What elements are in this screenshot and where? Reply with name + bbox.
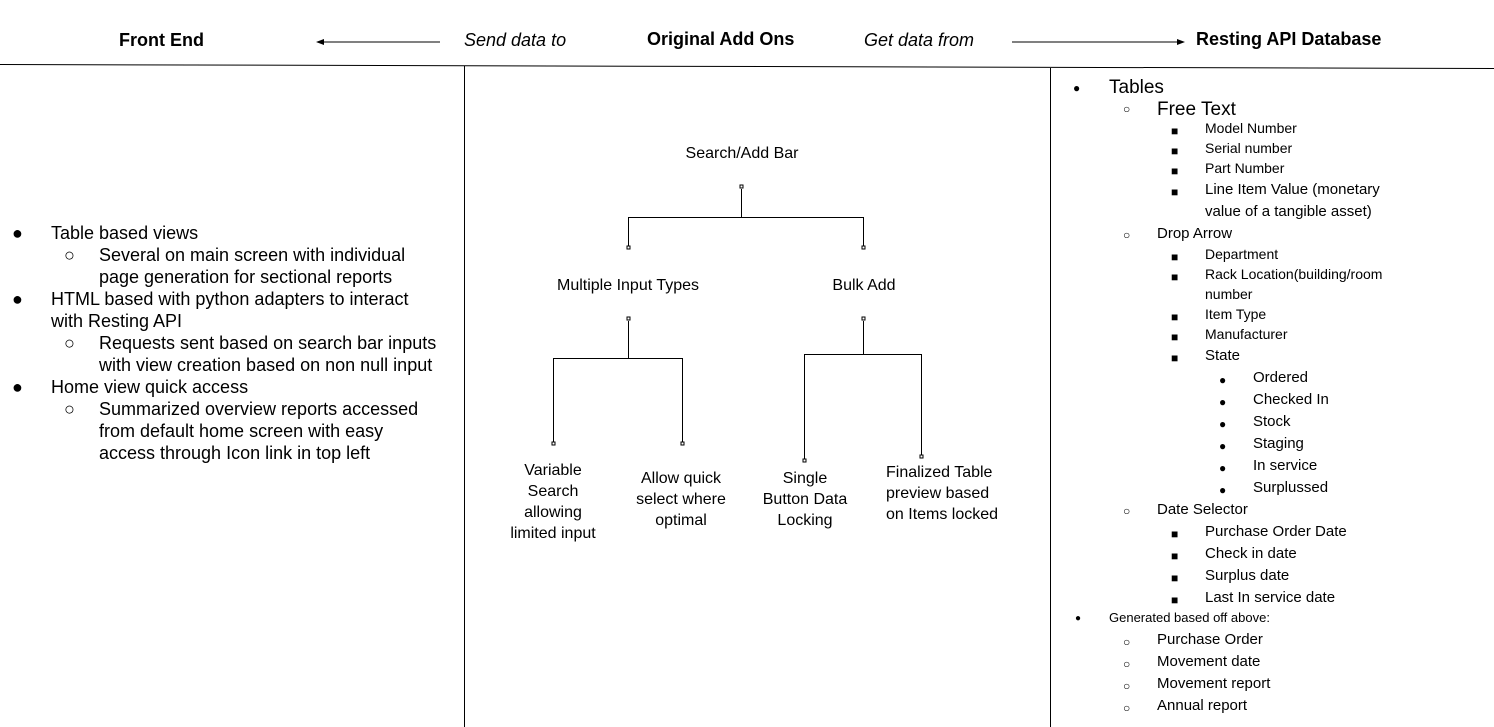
square-bullet-icon: ■: [1171, 185, 1179, 199]
square-bullet-icon: ■: [1171, 527, 1179, 541]
list-item: Purchase Order: [1157, 631, 1263, 648]
list-item-text: Home view quick access: [51, 377, 249, 397]
api-database-title: Resting API Database: [1196, 29, 1382, 49]
list-item: Check in date: [1205, 545, 1297, 562]
circle-bullet-icon: ○: [64, 245, 75, 265]
square-bullet-icon: ■: [1171, 549, 1179, 563]
square-bullet-icon: ■: [1171, 330, 1179, 344]
circle-bullet-icon: ○: [1123, 635, 1131, 649]
bullet-icon: ●: [1075, 613, 1082, 624]
list-subitem: ○ Several on main screen with individual…: [12, 244, 442, 288]
bullet-icon: ●: [12, 289, 23, 309]
square-bullet-icon: ■: [1171, 144, 1179, 158]
tree-node-input-types: Multiple Input Types: [556, 277, 700, 294]
list-item: ● Home view quick access: [12, 376, 442, 398]
list-item: Surplussed: [1253, 479, 1329, 496]
list-item: Annual report: [1157, 697, 1248, 714]
list-item-date-selector: Date Selector: [1157, 501, 1248, 518]
list-item: State: [1205, 347, 1241, 364]
list-subitem-text: Requests sent based on search bar inputs…: [99, 333, 437, 375]
circle-bullet-icon: ○: [1123, 504, 1131, 518]
front-end-title: Front End: [119, 30, 204, 50]
header-divider: [0, 64, 1494, 69]
bullet-icon: ●: [1219, 395, 1227, 409]
list-item-text: Table based views: [51, 223, 199, 243]
tree-leaf-variable-search: Variable Search allowing limited input: [510, 462, 596, 542]
circle-bullet-icon: ○: [1123, 679, 1131, 693]
bullet-icon: ●: [1219, 483, 1227, 497]
circle-bullet-icon: ○: [1123, 657, 1131, 671]
list-item: Last In service date: [1205, 589, 1336, 606]
get-data-label: Get data from: [864, 30, 975, 50]
list-item: Part Number: [1205, 160, 1285, 176]
list-item: Rack Location(building/room: [1205, 266, 1383, 282]
front-end-list: ● Table based views ○ Several on main sc…: [12, 222, 442, 464]
bullet-icon: ●: [1219, 461, 1227, 475]
list-item: ● Table based views: [12, 222, 442, 244]
list-item-continued: value of a tangible asset): [1205, 203, 1372, 220]
list-subitem: ○ Summarized overview reports accessed f…: [12, 398, 442, 464]
list-item: Movement date: [1157, 653, 1261, 670]
tree-leaf-table-preview: Finalized Table preview based on Items l…: [886, 464, 999, 523]
list-item: Surplus date: [1205, 567, 1290, 584]
original-addons-title: Original Add Ons: [647, 29, 795, 49]
tree-node-bulk-add: Bulk Add: [832, 277, 896, 294]
list-item: ● HTML based with python adapters to int…: [12, 288, 442, 332]
list-item: Item Type: [1205, 306, 1267, 322]
list-item-drop-arrow: Drop Arrow: [1157, 225, 1233, 242]
circle-bullet-icon: ○: [1123, 228, 1131, 242]
get-arrowhead: [1177, 39, 1185, 45]
list-item: Movement report: [1157, 675, 1271, 692]
list-item: In service: [1253, 457, 1318, 474]
list-subitem-text: Summarized overview reports accessed fro…: [99, 399, 419, 463]
list-item-generated: Generated based off above:: [1109, 610, 1270, 625]
circle-bullet-icon: ○: [1123, 102, 1131, 116]
tree-root-node: Search/Add Bar: [685, 145, 799, 162]
list-subitem-text: Several on main screen with individual p…: [99, 245, 406, 287]
bullet-icon: ●: [1219, 417, 1227, 431]
list-item: Stock: [1253, 413, 1291, 430]
square-bullet-icon: ■: [1171, 250, 1179, 264]
list-item: Manufacturer: [1205, 326, 1288, 342]
list-item-continued: number: [1205, 286, 1253, 302]
bullet-icon: ●: [12, 377, 23, 397]
list-item: Purchase Order Date: [1205, 523, 1347, 540]
square-bullet-icon: ■: [1171, 571, 1179, 585]
bullet-icon: ●: [1219, 373, 1227, 387]
circle-bullet-icon: ○: [64, 333, 75, 353]
send-data-label: Send data to: [464, 30, 567, 50]
square-bullet-icon: ■: [1171, 124, 1179, 138]
list-item-tables: Tables: [1109, 77, 1164, 98]
list-item: Ordered: [1253, 369, 1309, 386]
bullet-icon: ●: [1073, 81, 1081, 95]
circle-bullet-icon: ○: [1123, 701, 1131, 715]
send-arrowhead: [316, 39, 324, 45]
bullet-icon: ●: [12, 223, 23, 243]
square-bullet-icon: ■: [1171, 270, 1179, 284]
square-bullet-icon: ■: [1171, 310, 1179, 324]
list-item-free-text: Free Text: [1157, 99, 1236, 120]
list-item: Model Number: [1205, 120, 1297, 136]
tree-connectors: [551, 184, 924, 463]
list-item: Staging: [1253, 435, 1304, 452]
list-item: Serial number: [1205, 140, 1293, 156]
list-item: Department: [1205, 246, 1279, 262]
list-item: Line Item Value (monetary: [1205, 181, 1380, 198]
list-item: Checked In: [1253, 391, 1329, 408]
list-item-text: HTML based with python adapters to inter…: [51, 289, 409, 331]
tree-leaf-quick-select: Allow quick select where optimal: [636, 470, 726, 529]
square-bullet-icon: ■: [1171, 351, 1179, 365]
list-subitem: ○ Requests sent based on search bar inpu…: [12, 332, 442, 376]
circle-bullet-icon: ○: [64, 399, 75, 419]
bullet-icon: ●: [1219, 439, 1227, 453]
square-bullet-icon: ■: [1171, 593, 1179, 607]
tree-leaf-data-locking: Single Button Data Locking: [762, 470, 848, 529]
square-bullet-icon: ■: [1171, 164, 1179, 178]
